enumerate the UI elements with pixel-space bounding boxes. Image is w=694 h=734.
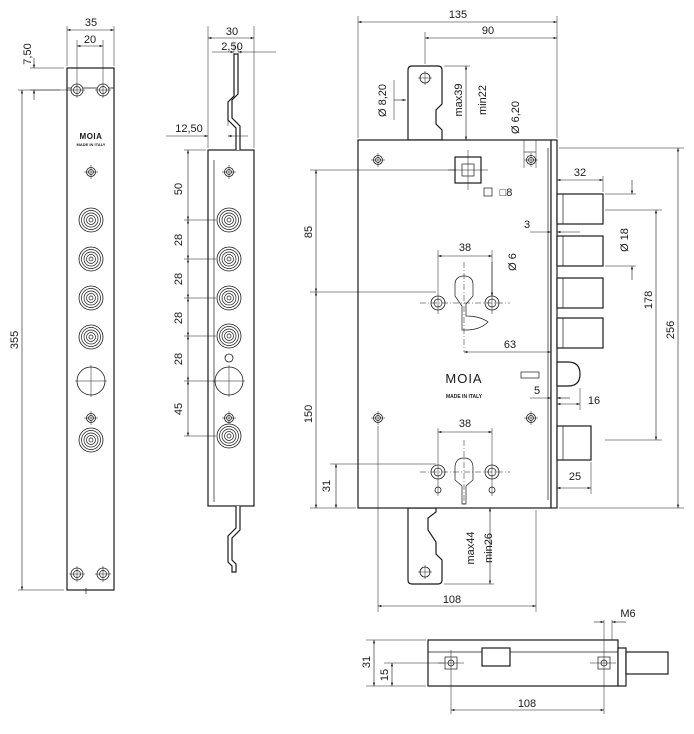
dim-bottom-width: 108 <box>443 594 461 606</box>
dim-spacing-3: 28 <box>173 273 185 285</box>
bolt-3 <box>556 277 604 309</box>
lower-cylinder <box>420 428 510 506</box>
lock-logo: MOIA <box>445 371 482 386</box>
dim-bottom-height: 31 <box>361 656 373 668</box>
lock-case <box>357 139 552 509</box>
dim-spindle-square: □8 <box>500 187 513 199</box>
dim-spacing-4: 28 <box>173 312 185 324</box>
dim-throw-top-max: max39 <box>453 83 465 116</box>
side-bolt-2 <box>216 246 242 272</box>
dim-right-hole: Ø 6,20 <box>510 101 522 134</box>
top-rod <box>227 53 241 150</box>
bottom-rod-bolt <box>407 507 443 585</box>
bottom-rod-slot <box>481 647 511 667</box>
dim-thread: M6 <box>620 608 635 620</box>
dim-spacing-1: 50 <box>173 183 185 195</box>
side-bolt-3 <box>216 285 242 311</box>
dim-case-width: 135 <box>449 9 467 21</box>
dim-throw-bottom-min: min26 <box>483 533 495 563</box>
bolt-rosette-2 <box>78 246 104 272</box>
dim-faceplate-width: 35 <box>85 17 97 29</box>
bottom-view: M6 31 15 108 <box>361 608 669 714</box>
side-deadbolt <box>216 423 242 449</box>
faceplate-side-view: 30 2,50 12,50 50 28 28 28 28 45 <box>166 26 276 573</box>
dim-rod-tab: 12,50 <box>175 123 203 135</box>
dim-bolt-diameter: Ø 18 <box>619 228 631 252</box>
dim-total-height: 256 <box>665 321 677 339</box>
bottom-rod <box>227 506 241 573</box>
bolt-rosette-3 <box>78 285 104 311</box>
dim-throw-top-min: min22 <box>477 85 489 115</box>
bolt-1 <box>556 193 604 225</box>
dim-cylinder-diameter: Ø 6 <box>507 253 519 271</box>
bolt-2 <box>556 235 604 267</box>
dim-bottom-hole: 15 <box>379 669 391 681</box>
bolt-rosette-4 <box>78 324 104 350</box>
dim-latch-gap: 5 <box>534 385 540 397</box>
dim-bottom-view-width: 108 <box>518 698 536 710</box>
upper-cylinder <box>420 250 510 352</box>
dim-spacing-2: 28 <box>173 234 185 246</box>
side-bolt-4 <box>216 323 242 349</box>
faceplate-made-in: MADE IN ITALY <box>77 142 106 147</box>
dim-bolt-length: 32 <box>574 167 586 179</box>
dim-deadbolt: 25 <box>569 471 581 483</box>
dim-latch-length: 16 <box>588 395 600 407</box>
dim-throw-bottom-max: max44 <box>465 531 477 564</box>
deadbolt-rosette <box>78 427 104 453</box>
top-rod-bolt <box>407 65 443 141</box>
dim-backset: 63 <box>504 339 516 351</box>
latch-opening <box>75 365 107 397</box>
lock-body-view: □8 <box>303 9 684 612</box>
faceplate-logo: MOIA <box>80 132 103 141</box>
bolt-4 <box>556 317 604 349</box>
deadbolt <box>556 425 592 461</box>
bolt-rosette-1 <box>78 207 104 233</box>
dim-side-offset: 2,50 <box>221 41 242 53</box>
dim-latch-offset: 90 <box>482 25 494 37</box>
lock-front-plate <box>550 139 558 509</box>
bolt-stack <box>520 193 604 461</box>
dim-top-offset: 7,50 <box>22 43 34 64</box>
dim-total-bolt: 178 <box>643 291 655 309</box>
dim-side-width: 30 <box>226 26 238 38</box>
dim-bolt-gap: 3 <box>524 219 530 231</box>
dim-hole-pitch: 20 <box>84 34 96 46</box>
side-bolt-1 <box>216 207 242 233</box>
dim-bottom-offset: 31 <box>321 480 333 492</box>
dim-lower-height: 150 <box>303 405 315 423</box>
lock-made-in: MADE IN ITALY <box>446 394 483 400</box>
faceplate-front-view: MOIA MADE IN ITALY 35 20 7,50 <box>9 17 115 594</box>
dim-upper-cyl-spacing: 38 <box>459 242 471 254</box>
dim-upper-height: 85 <box>303 226 315 238</box>
side-latch-opening <box>213 365 245 397</box>
dim-spacing-6: 45 <box>173 403 185 415</box>
dim-lower-cyl-spacing: 38 <box>459 418 471 430</box>
bottom-bolt-stub <box>625 651 669 675</box>
dim-top-hole: Ø 8,20 <box>377 84 389 117</box>
latch-bolt <box>556 361 581 387</box>
dim-spacing-5: 28 <box>173 353 185 365</box>
dim-faceplate-height: 355 <box>9 331 21 349</box>
